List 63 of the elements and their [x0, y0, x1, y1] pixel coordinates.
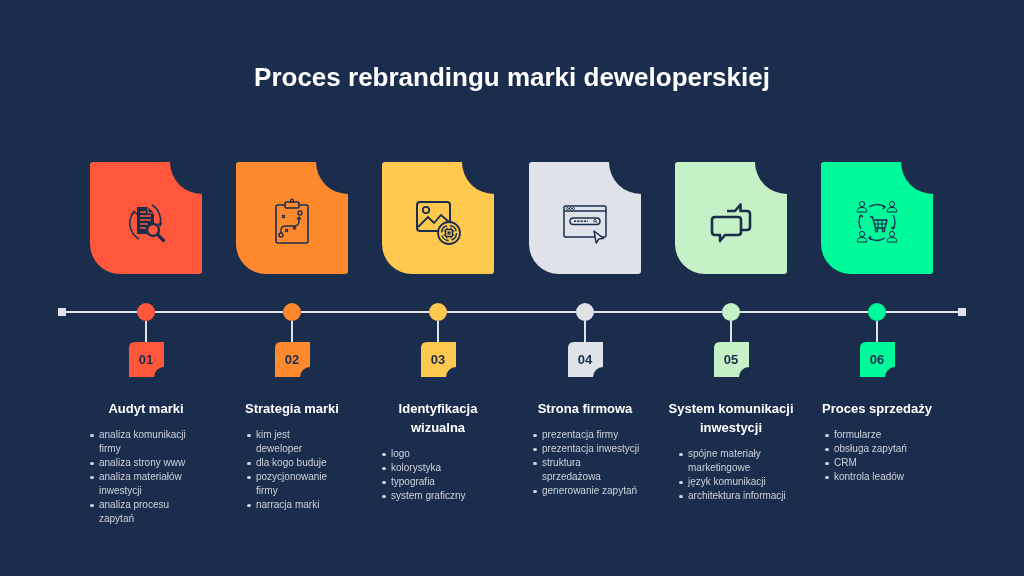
step-number: 02	[284, 351, 300, 367]
step-heading: Identyfikacja wizualna	[397, 400, 479, 437]
icon-card	[675, 162, 787, 274]
step-badge	[274, 342, 310, 377]
timeline-dot	[868, 303, 886, 321]
bullet-item: obsługa zapytań	[823, 442, 907, 456]
step-heading: Strona firmowa	[537, 400, 633, 418]
icon-card	[236, 162, 348, 274]
timeline-dot	[137, 303, 155, 321]
bullet-item: narracja marki	[245, 498, 320, 512]
bullet-item: formularze	[823, 428, 882, 442]
step-number: 04	[577, 351, 593, 367]
bullet-item: generowanie zapytań	[531, 484, 638, 498]
timeline-line	[739, 311, 869, 313]
bullet-item: architektura informacji	[677, 489, 786, 503]
timeline-line	[65, 311, 138, 313]
timeline-dot	[576, 303, 594, 321]
bullet-item: analiza procesu zapytań	[88, 498, 194, 526]
step-number: 05	[723, 351, 739, 367]
bullet-item: kontrola leadów	[823, 470, 905, 484]
timeline-line	[446, 311, 577, 313]
timeline-end-marker	[958, 308, 966, 316]
icon-card	[821, 162, 933, 274]
step-badge	[128, 342, 164, 377]
step-badge	[713, 342, 749, 377]
bullet-item: logo	[380, 447, 410, 461]
timeline-dot	[429, 303, 447, 321]
connector-line	[584, 320, 586, 343]
timeline-line	[593, 311, 723, 313]
timeline-line	[300, 311, 430, 313]
icon-card	[382, 162, 494, 274]
step-heading: Audyt marki	[108, 400, 184, 418]
bullet-item: system graficzny	[380, 489, 466, 503]
timeline-line	[154, 311, 284, 313]
step-badge	[567, 342, 603, 377]
icon-card	[529, 162, 641, 274]
connector-line	[291, 320, 293, 343]
connector-line	[437, 320, 439, 343]
bullet-item: język komunikacji	[677, 475, 766, 489]
bullet-item: typografia	[380, 475, 435, 489]
connector-line	[145, 320, 147, 343]
timeline-dot	[722, 303, 740, 321]
step-number: 01	[138, 351, 154, 367]
bullet-item: analiza strony www	[88, 456, 186, 470]
step-heading: Proces sprzedaży	[822, 400, 932, 418]
timeline-end-marker	[58, 308, 66, 316]
step-number: 06	[869, 351, 885, 367]
step-heading: System komunikacji inwestycji	[667, 400, 795, 437]
bullet-item: kolorystyka	[380, 461, 441, 475]
timeline-line	[885, 311, 959, 313]
step-number: 03	[430, 351, 446, 367]
title: Proces rebrandingu marki deweloperskiej	[254, 61, 770, 94]
step-badge	[859, 342, 895, 377]
step-badge	[420, 342, 456, 377]
icon-card	[90, 162, 202, 274]
connector-line	[730, 320, 732, 343]
bullet-item: prezentacja firmy	[531, 428, 619, 442]
step-heading: Strategia marki	[245, 400, 339, 418]
bullet-item: prezentacja inwestycji	[531, 442, 640, 456]
bullet-item: dla kogo buduje	[245, 456, 327, 470]
timeline-dot	[283, 303, 301, 321]
connector-line	[876, 320, 878, 343]
bullet-item: CRM	[823, 456, 857, 470]
